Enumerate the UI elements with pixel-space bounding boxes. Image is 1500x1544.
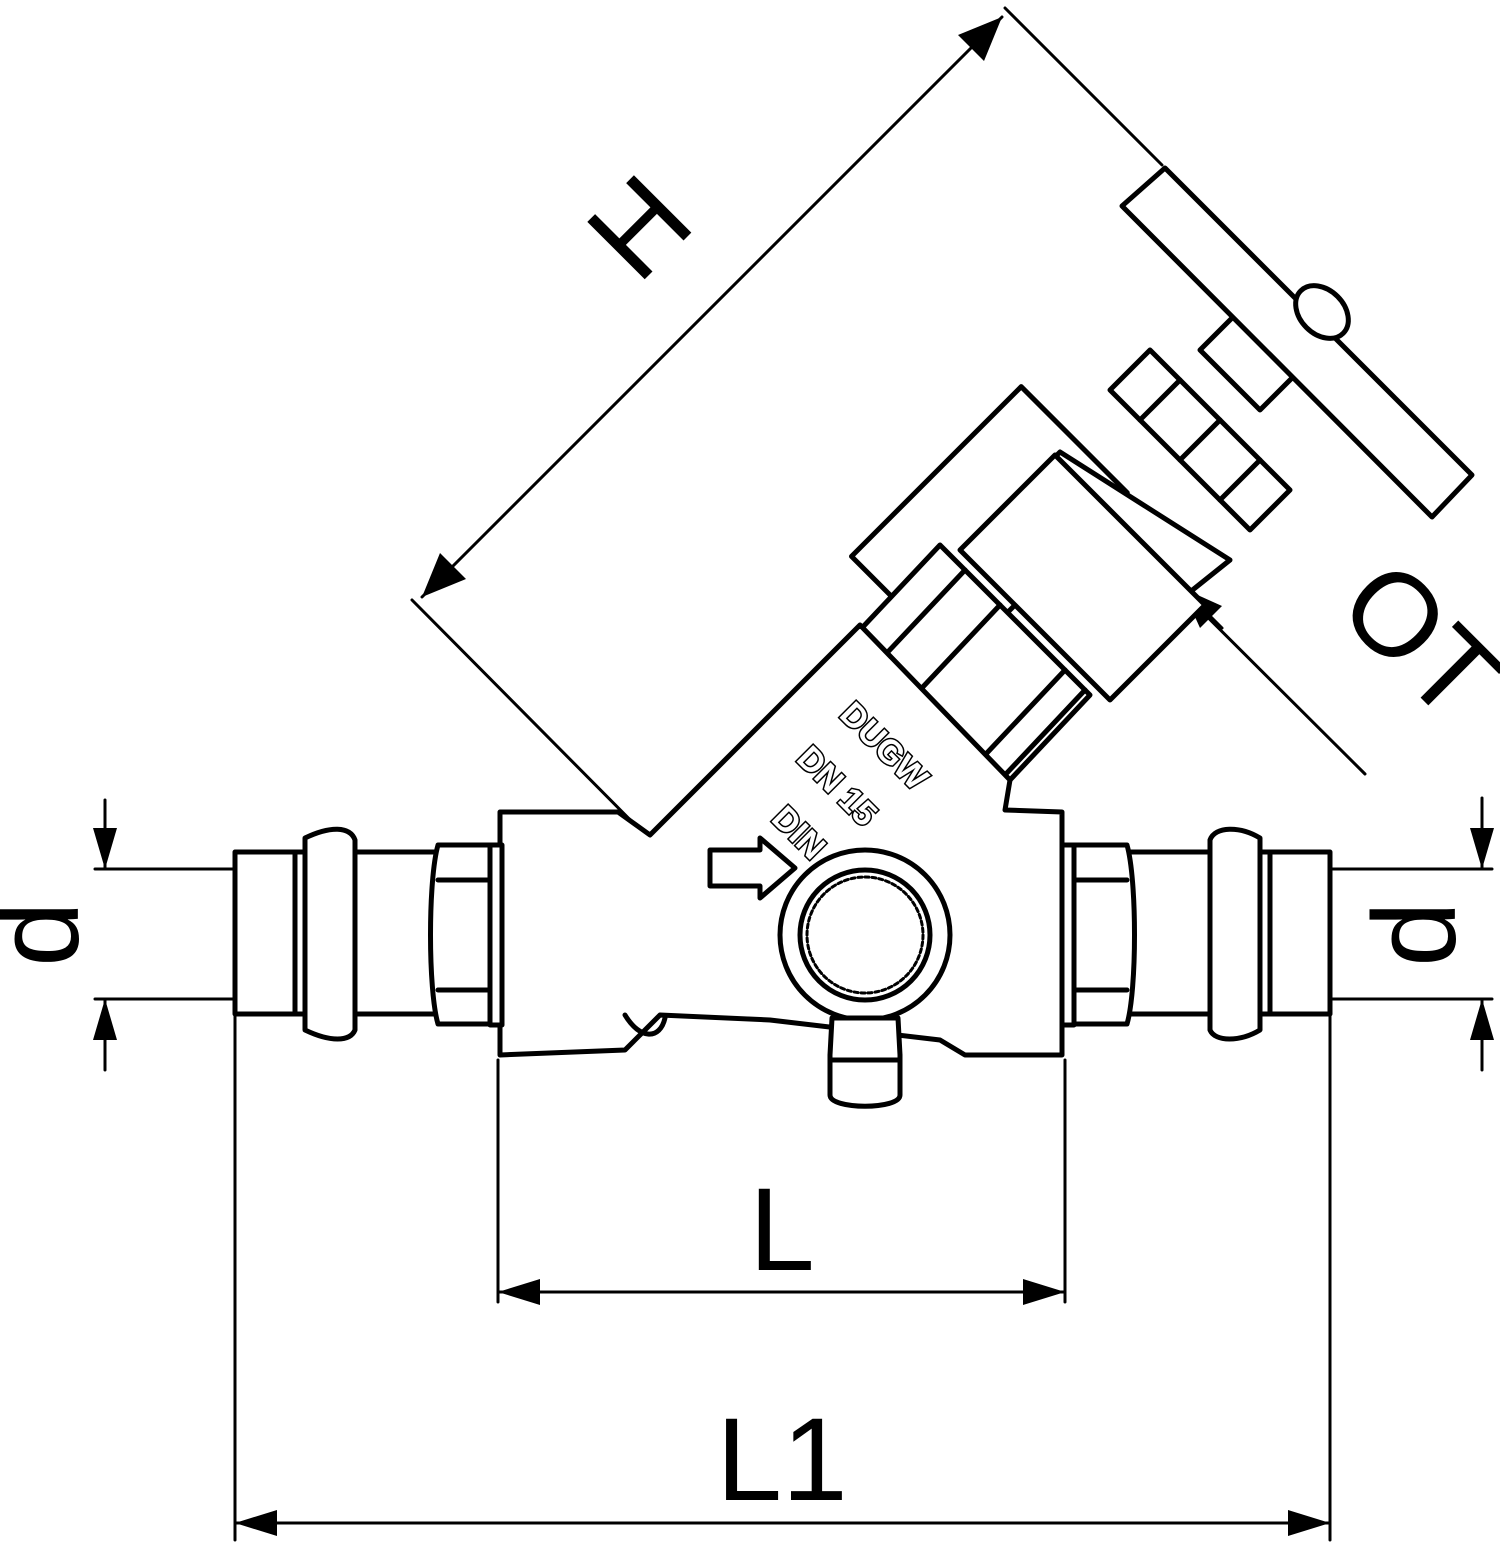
valve-body: DUGW DN 15 DIN xyxy=(497,622,1065,1109)
arrowhead-d-left-top xyxy=(93,828,117,869)
arrowhead-d-right-top xyxy=(1470,828,1494,869)
dimension-label-l: L xyxy=(749,1164,815,1296)
dimension-d-left: d xyxy=(0,798,237,1072)
valve-upper-assembly xyxy=(857,165,1475,783)
dimension-line-h xyxy=(420,15,1004,599)
arrowhead-d-left-bottom xyxy=(93,999,117,1040)
dimension-label-d-right: d xyxy=(1349,901,1481,967)
arrowhead-l1-left xyxy=(235,1510,277,1536)
dimension-d-right: d xyxy=(1328,796,1494,1072)
handwheel-cap xyxy=(1293,283,1351,341)
arrowhead-l1-right xyxy=(1288,1510,1330,1536)
extension-line-h-upper xyxy=(1003,6,1164,167)
flow-direction-arrow xyxy=(707,835,798,901)
collar-edge-1 xyxy=(1137,377,1183,423)
hex-nut-edge-4 xyxy=(1002,687,1088,778)
right-union-collar xyxy=(1059,842,1077,1028)
dimension-label-d-left: d xyxy=(0,901,104,967)
hex-nut-edge-1 xyxy=(882,567,968,658)
dimension-l1: L1 xyxy=(233,1013,1332,1542)
dimension-label-l1: L1 xyxy=(716,1394,847,1526)
arrowhead-d-right-bottom xyxy=(1470,999,1494,1040)
dimension-l: L xyxy=(496,1058,1067,1305)
left-union-collar xyxy=(487,842,505,1028)
arrowhead-l-right xyxy=(1023,1279,1065,1305)
hex-nut-edge-2 xyxy=(917,602,1003,693)
valve-body-waist xyxy=(622,1012,668,1037)
collar-edge-2 xyxy=(1177,417,1223,463)
handwheel-disc xyxy=(1119,165,1475,520)
right-union-nut xyxy=(1069,842,1137,1027)
left-union-nut xyxy=(428,842,495,1027)
extension-line-h-lower xyxy=(410,598,664,854)
arrowhead-h-upper xyxy=(958,17,1002,61)
right-press-fitting xyxy=(1059,826,1333,1042)
left-fitting-bead xyxy=(302,826,358,1042)
measuring-port-inner xyxy=(797,867,933,1003)
stem-housing-tube xyxy=(957,452,1208,703)
arrowhead-l-left xyxy=(498,1279,540,1305)
left-press-fitting xyxy=(232,826,505,1042)
dimension-label-ot: OT xyxy=(1316,536,1500,745)
arrowhead-h-lower xyxy=(422,553,466,597)
measuring-port-thread xyxy=(805,875,925,995)
hex-nut-edge-3 xyxy=(982,667,1068,758)
right-fitting-bead xyxy=(1207,826,1263,1042)
collar-edge-3 xyxy=(1217,457,1263,503)
dimension-label-h: H xyxy=(563,151,717,305)
